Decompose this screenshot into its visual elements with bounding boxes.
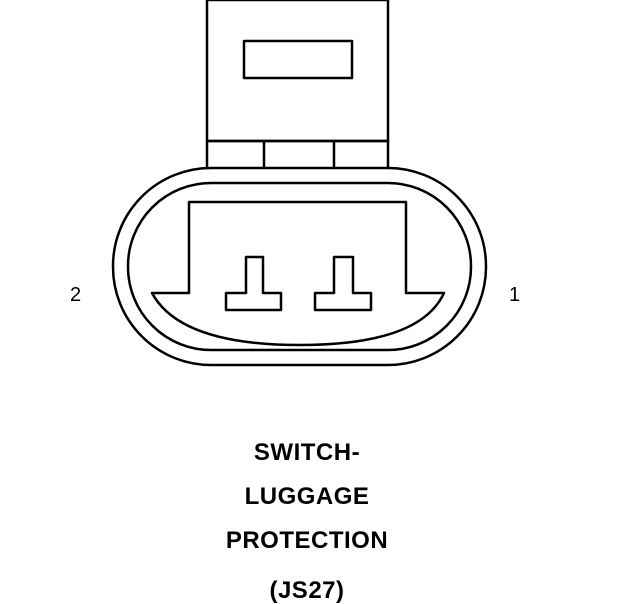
terminal-pin-2 [224,255,283,312]
pin-2-label: 2 [70,284,82,306]
terminal-cavity [150,200,446,347]
caption-line-luggage: LUGGAGE [244,483,370,510]
tab-base [205,139,390,172]
caption-line-switch: SWITCH- [253,439,361,466]
housing-outer [111,166,488,367]
pin-1-label: 1 [509,284,521,306]
terminal-pin-1 [313,255,373,312]
tab-window [242,39,354,80]
housing-inner [126,181,473,352]
caption-line-protection: PROTECTION [225,527,389,554]
tab-body [205,0,390,143]
locking-tab [205,0,390,172]
caption-line-connector-id: (JS27) [269,577,345,604]
